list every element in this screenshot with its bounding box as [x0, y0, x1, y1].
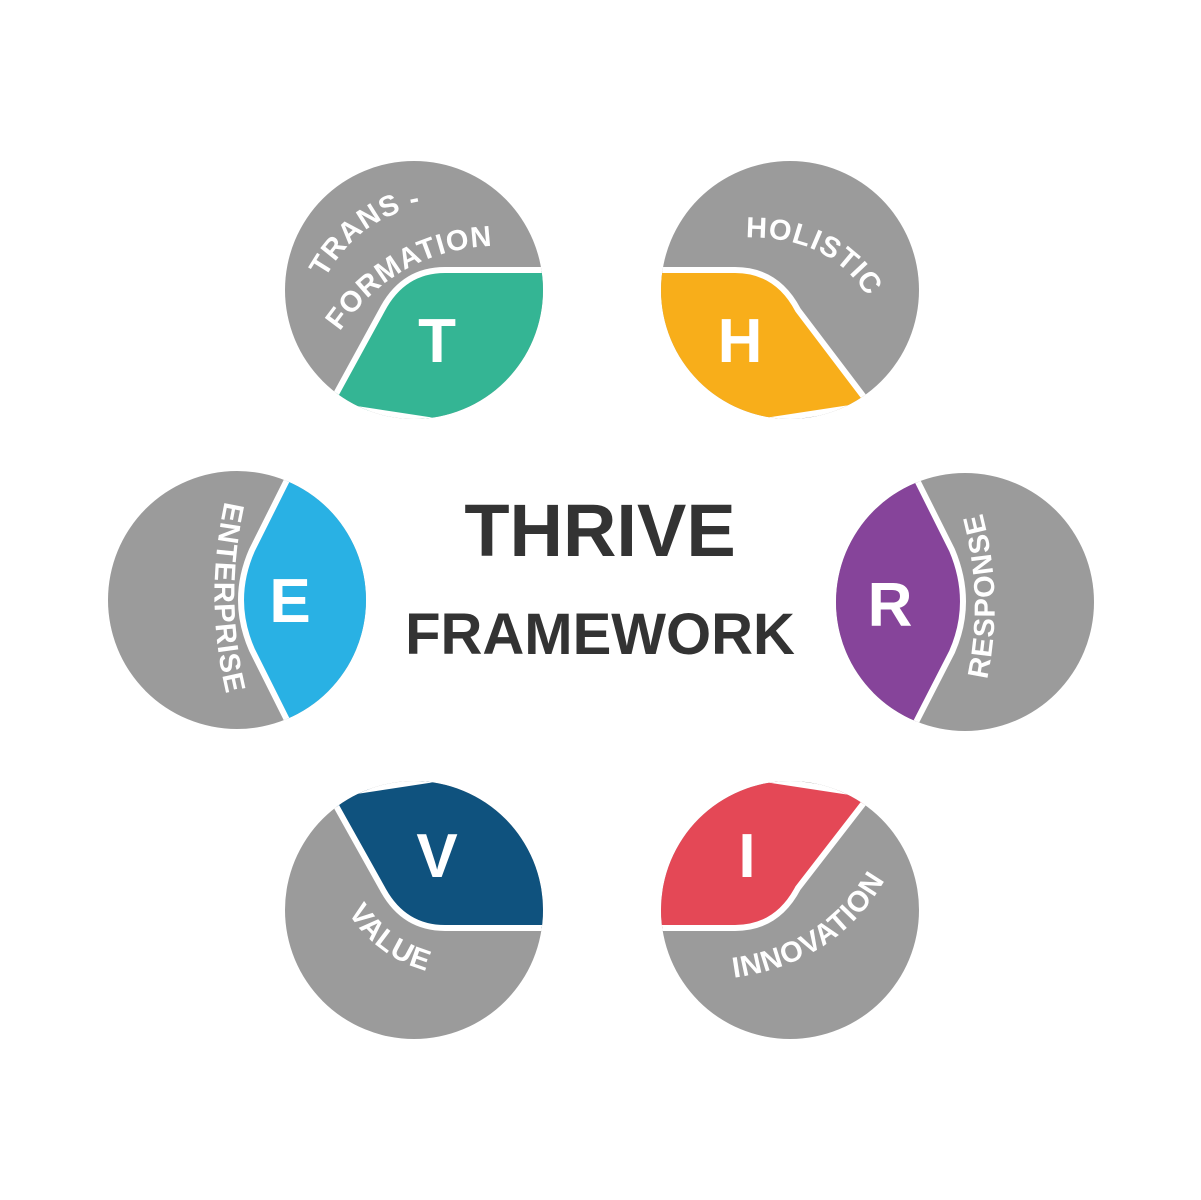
- color-segment: [238, 471, 366, 729]
- segment-value: V VALUE: [285, 781, 543, 1039]
- letter-r: R: [868, 571, 913, 640]
- letter-t: T: [418, 307, 456, 376]
- letter-e: E: [269, 567, 310, 636]
- segment-enterprise: E ENTERPRISE: [108, 471, 366, 729]
- segment-transformation: T TRANS - FORMATION: [285, 161, 543, 419]
- letter-v: V: [416, 822, 457, 891]
- title-thrive: THRIVE: [464, 489, 735, 572]
- segment-holistic: H HOLISTIC: [661, 161, 919, 419]
- letter-h: H: [718, 307, 763, 376]
- title-framework: FRAMEWORK: [405, 602, 795, 667]
- letter-i: I: [738, 822, 755, 891]
- segment-response: R RESPONSE: [836, 473, 1094, 731]
- segment-innovation: I INNOVATION: [661, 781, 919, 1039]
